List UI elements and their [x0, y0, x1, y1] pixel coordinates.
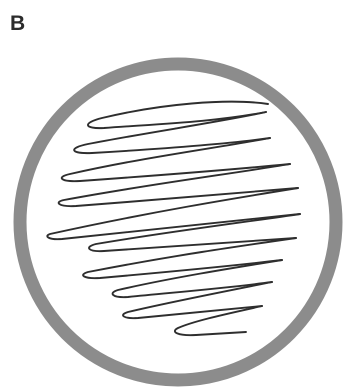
boundary-ring: [20, 64, 336, 380]
scribble-stroke-4: [59, 164, 298, 206]
scribble-stroke-9: [123, 282, 272, 318]
scribble-stroke-7: [83, 238, 296, 278]
scribble-stroke-8: [113, 260, 282, 297]
scribble-stroke-1: [88, 102, 268, 128]
scribble-stroke-3: [62, 138, 290, 181]
scribble-lines: [47, 102, 300, 335]
